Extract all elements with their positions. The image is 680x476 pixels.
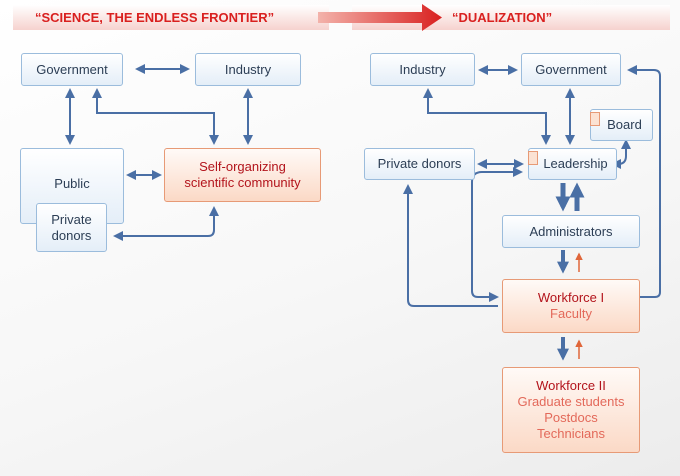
arrow-industry-leadership [423, 88, 551, 145]
workforce1-title: Workforce I [537, 290, 605, 305]
transition-arrow [318, 4, 442, 31]
right-private-donors-label: Private donors [377, 156, 462, 171]
left-government-box: Government [21, 53, 123, 86]
workforce2-postdocs: Postdocs [544, 410, 598, 425]
right-workforce2-box: Workforce II Graduate students Postdocs … [502, 367, 640, 453]
arrow-workforce1-leadership [471, 167, 523, 302]
left-private-donors-line1: Private [51, 211, 92, 227]
right-administrators-box: Administrators [502, 215, 640, 248]
right-government-label: Government [535, 61, 607, 77]
right-leadership-box: Leadership [528, 148, 617, 180]
arrow-board-leadership [611, 139, 631, 169]
header-science-endless-frontier: “SCIENCE, THE ENDLESS FRONTIER” [13, 5, 329, 30]
arrow-gov-community [92, 88, 219, 145]
left-community-line2: scientific community [184, 175, 301, 190]
board-tab-marker [590, 112, 600, 126]
left-government-label: Government [36, 61, 108, 77]
right-private-donors-box: Private donors [364, 148, 475, 180]
right-workforce1-box: Workforce I Faculty [502, 279, 640, 333]
left-community-line1: Self-organizing [199, 159, 286, 174]
leadership-tab-marker [528, 151, 538, 165]
right-board-label: Board [607, 117, 642, 132]
right-board-box: Board [590, 109, 653, 141]
left-private-donors-box: Private donors [36, 203, 107, 252]
left-public-label: Public [54, 176, 90, 191]
right-leadership-label: Leadership [543, 156, 608, 171]
workforce2-graduate-students: Graduate students [517, 394, 625, 409]
header-right-title: “DUALIZATION” [452, 10, 553, 25]
left-industry-label: Industry [224, 61, 272, 77]
right-government-box: Government [521, 53, 621, 86]
arrow-workforce1-gov [627, 65, 661, 298]
right-industry-label: Industry [399, 61, 446, 77]
right-administrators-label: Administrators [529, 223, 613, 239]
workforce1-faculty: Faculty [550, 306, 592, 321]
arrow-donors-community [113, 206, 219, 241]
right-industry-box: Industry [370, 53, 475, 86]
workforce2-technicians: Technicians [537, 426, 605, 441]
arrow-workforce1-donors [403, 184, 498, 307]
header-left-title: “SCIENCE, THE ENDLESS FRONTIER” [35, 10, 275, 25]
left-industry-box: Industry [195, 53, 301, 86]
left-community-box: Self-organizing scientific community [164, 148, 321, 202]
left-private-donors-line2: donors [51, 227, 92, 243]
workforce2-title: Workforce II [536, 378, 606, 393]
